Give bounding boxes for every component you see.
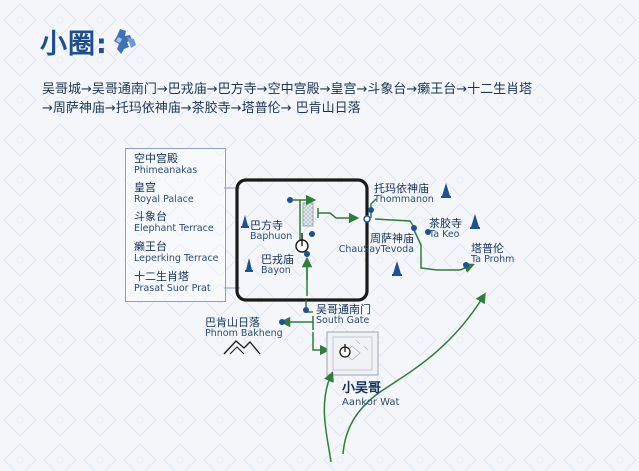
route-path-thommanon <box>370 198 377 218</box>
temple-icon-bayon <box>245 258 253 272</box>
marker-bakheng <box>279 319 285 325</box>
route-path-bakheng <box>285 316 314 330</box>
marker-thommanon <box>368 207 374 213</box>
legend-item-elephant-terrace: 斗象台 Elephant Terrace <box>134 210 214 234</box>
marker-victory-gate <box>363 215 371 223</box>
temple-icon-baphuon <box>241 215 249 228</box>
route-path-arrival <box>323 371 334 463</box>
label-takeo: 茶胶寺 Ta Keo <box>429 217 462 241</box>
marker-phimeanakas <box>287 197 293 203</box>
marker-chausay <box>411 225 417 231</box>
temple-block <box>302 202 314 227</box>
angkor-wat-inner <box>332 336 373 371</box>
map-cluster-icon <box>113 28 136 54</box>
route-line-2: →周萨神庙→托玛依神庙→茶胶寺→塔普伦→ 巴肯山日落 <box>42 101 361 116</box>
route-path-east-return <box>342 292 486 455</box>
legend-item-royal-palace: 皇宫 Royal Palace <box>134 181 194 205</box>
label-angkor-wat: 小吴哥 Aankor Wat <box>342 381 400 408</box>
route-line-1: 吴哥城→吴哥通南门→巴戎庙→巴方寺→空中宫殿→皇宫→斗象台→癞王台→十二生肖塔 <box>42 82 533 97</box>
page-title: 小圈: <box>40 29 108 60</box>
route-path-chausay <box>374 218 415 228</box>
legend-item-prasat-suor-prat: 十二生肖塔 Prasat Suor Prat <box>134 270 211 294</box>
legend-box: 空中宫殿 Phimeanakas 皇宫 Royal Palace 斗象台 Ele… <box>125 148 226 302</box>
label-taprohm: 塔普伦 Ta Prohm <box>471 242 515 266</box>
label-bayon: 巴戎庙 Bayon <box>261 253 294 277</box>
legend-item-leperking-terrace: 癞王台 Leperking Terrace <box>134 240 219 264</box>
route-path-east <box>318 212 360 224</box>
marker-south-gate <box>303 307 309 313</box>
title-row: 小圈: <box>40 22 140 61</box>
marker-bayon <box>304 251 310 257</box>
temple-icon-chausay <box>392 261 402 276</box>
temple-icon-thommanon <box>441 183 451 198</box>
temple-icon-takeo <box>470 214 480 229</box>
mountain-icon <box>223 340 261 355</box>
label-thommanon: 托玛依神庙 Thommanon <box>374 182 434 206</box>
angkor-wat-compound <box>326 331 379 376</box>
route-path-to-angkor <box>312 332 331 356</box>
marker-takeo <box>425 229 431 235</box>
marker-baphuon <box>309 231 315 237</box>
angkor-thom-frame <box>235 178 369 302</box>
label-baphuon: 巴方寺 Baphuon <box>250 219 293 243</box>
legend-item-phimeanakas: 空中宫殿 Phimeanakas <box>134 152 198 176</box>
label-bakheng: 巴肯山日落 Phnom Bakheng <box>205 316 283 340</box>
marker-taprohm <box>463 262 469 268</box>
label-chausay: 周萨神庙 ChauSayTevoda <box>338 232 414 256</box>
route-path-takeo <box>413 229 475 273</box>
label-south-gate: 吴哥通南门 South Gate <box>316 303 371 327</box>
